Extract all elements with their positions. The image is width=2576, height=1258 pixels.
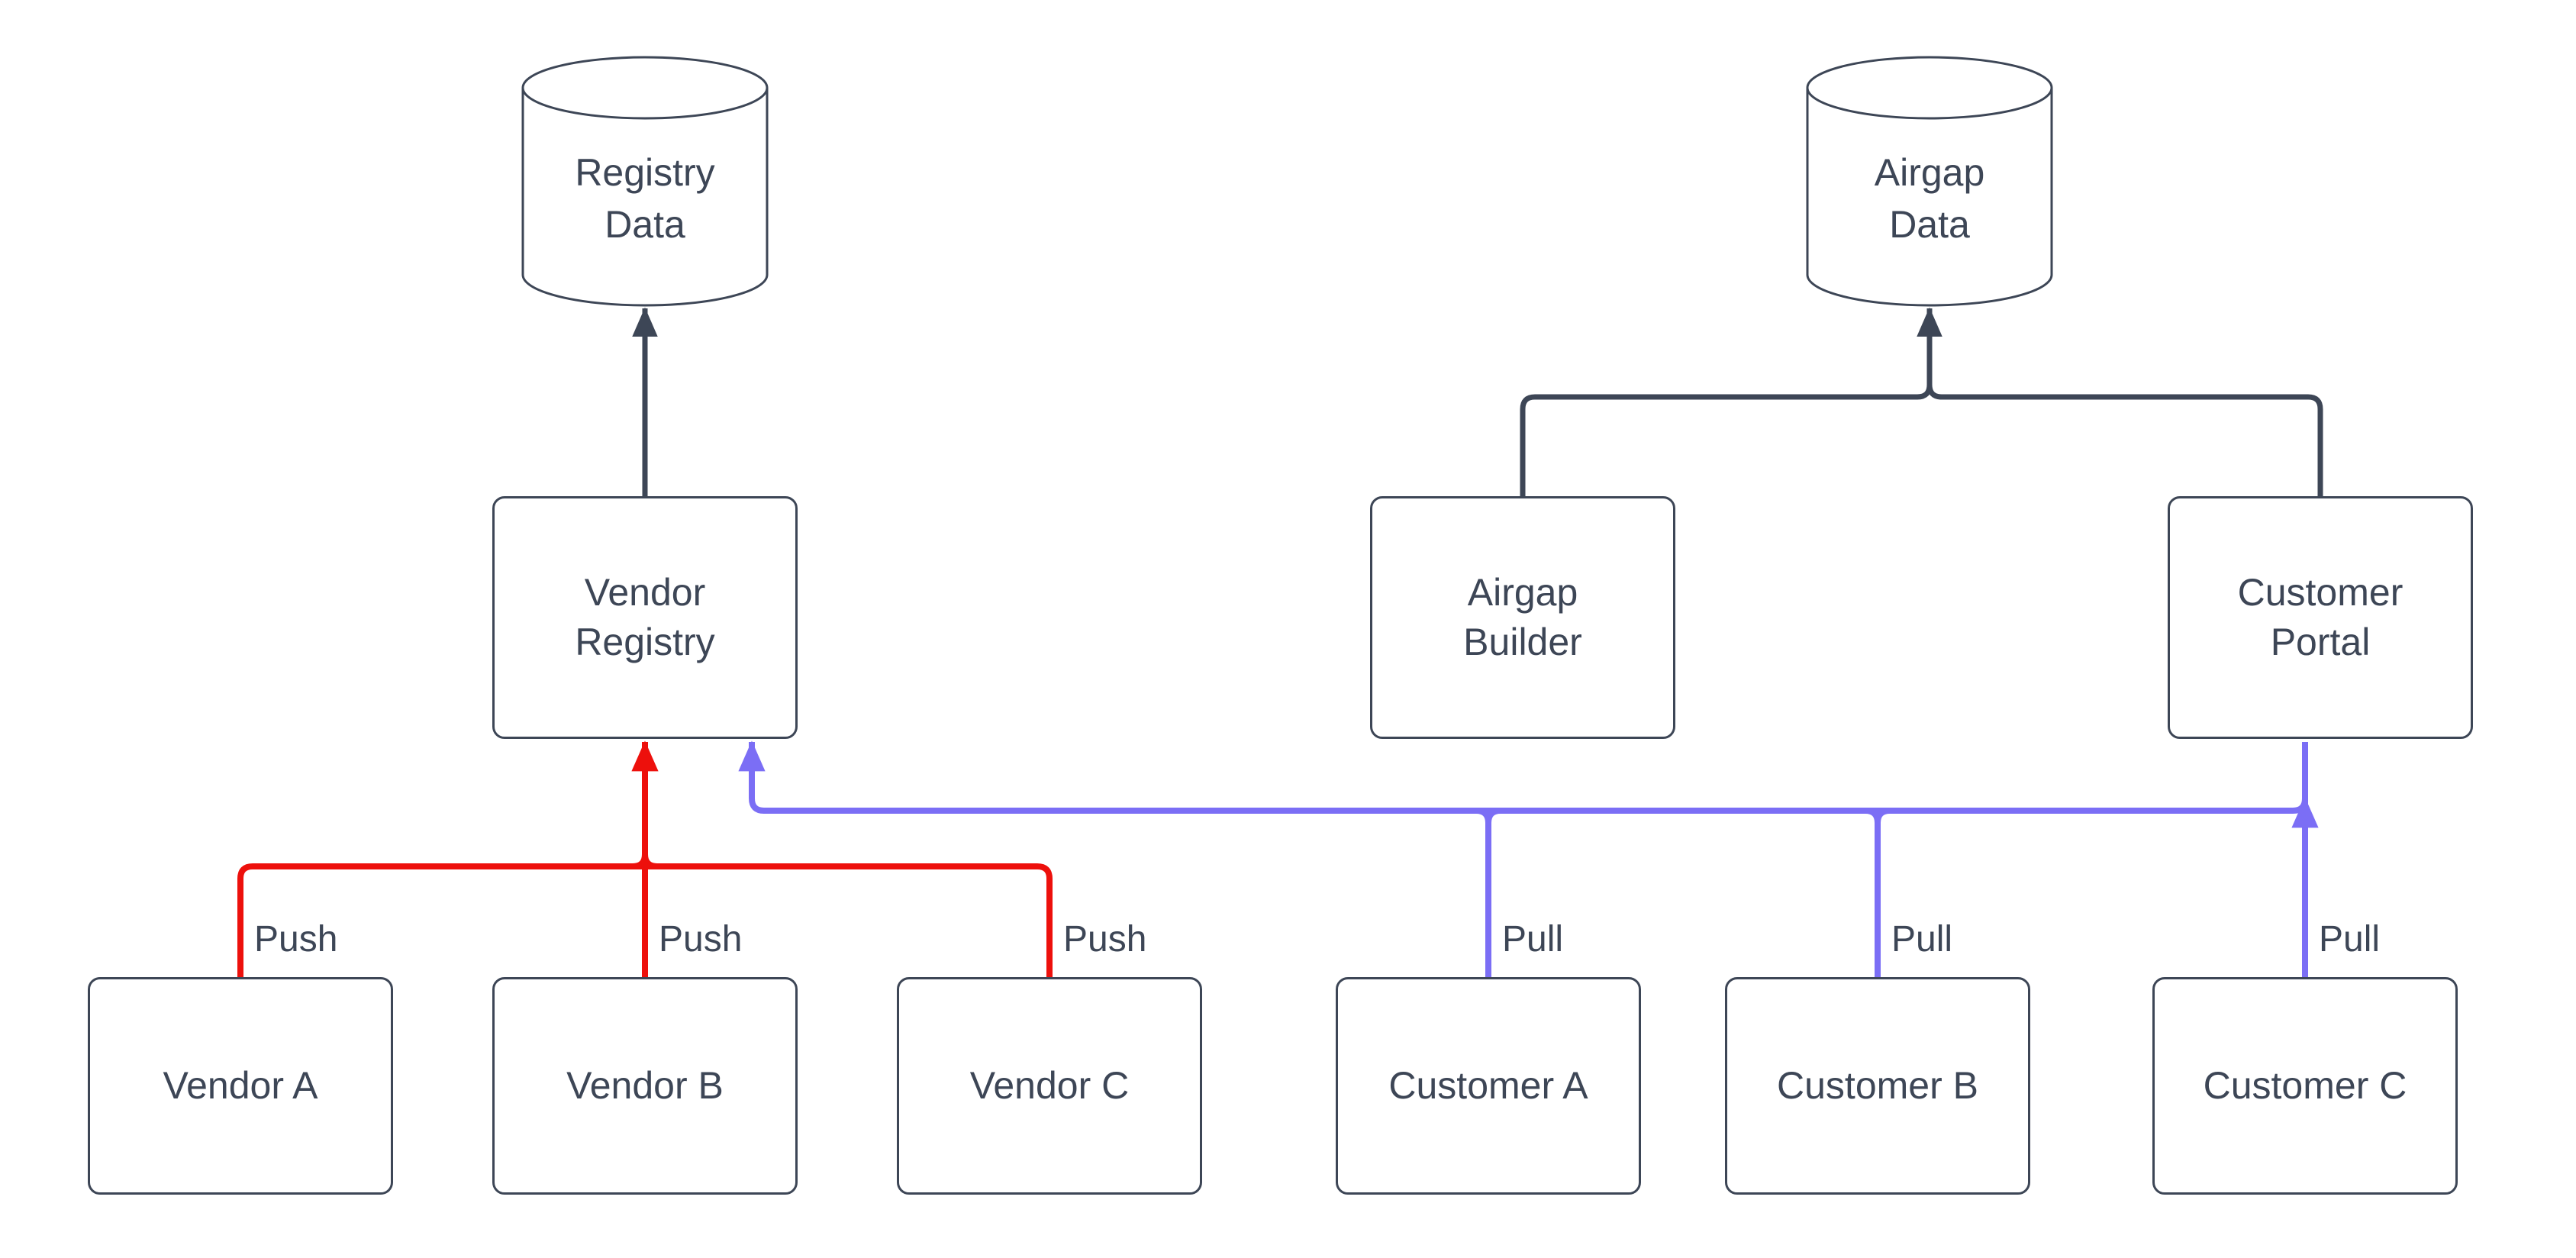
edge-vendor-c-push <box>645 863 1053 977</box>
node-customer-c: Customer C <box>2152 977 2458 1195</box>
edge-customer-c-pull-to-customer-portal <box>2293 742 2305 977</box>
node-label-line: Portal <box>2270 621 2371 663</box>
database-airgap-data-shape <box>1806 56 2053 307</box>
node-vendor-c: Vendor C <box>897 977 1202 1195</box>
red-junction-fillets <box>632 853 658 869</box>
node-label: Customer A <box>1388 1064 1588 1107</box>
database-registry-data: Registry Data <box>523 57 767 305</box>
edge-customer-b-pull <box>1865 808 1891 977</box>
edge-label-push-vendor-a: Push <box>254 919 338 960</box>
edge-customer-portal-to-airgap-data <box>1926 384 2323 496</box>
node-label: Vendor A <box>163 1064 318 1107</box>
edge-pull-bus-to-vendor-registry <box>738 740 2293 814</box>
node-label-line: Data <box>1889 203 1970 246</box>
node-customer-b: Customer B <box>1725 977 2030 1195</box>
node-customer-a: Customer A <box>1336 977 1641 1195</box>
node-label-line: Vendor <box>584 571 706 614</box>
node-vendor-a: Vendor A <box>88 977 393 1195</box>
node-vendor-registry: Vendor Registry <box>492 496 798 739</box>
node-label: Vendor B <box>566 1064 724 1107</box>
node-label: Customer B <box>1777 1064 1978 1107</box>
edge-customer-a-pull <box>1475 808 1501 977</box>
node-label-line: Airgap <box>1467 571 1578 614</box>
node-label-line: Customer <box>2237 571 2404 614</box>
edge-label-pull-customer-b: Pull <box>1891 919 1953 960</box>
node-label-line: Registry <box>575 151 715 194</box>
edge-label-push-vendor-c: Push <box>1063 919 1147 960</box>
database-airgap-data: Airgap Data <box>1807 57 2052 305</box>
node-label: Vendor C <box>969 1064 1130 1107</box>
edge-label-push-vendor-b: Push <box>659 919 743 960</box>
node-customer-portal: Customer Portal <box>2168 496 2473 739</box>
database-registry-data-shape <box>521 56 769 307</box>
node-label-line: Airgap <box>1874 151 1985 194</box>
node-label-line: Builder <box>1463 621 1582 663</box>
cylinder-top-ellipse <box>1806 56 2053 120</box>
node-label-line: Registry <box>575 621 715 663</box>
edge-vendor-a-push <box>237 863 645 977</box>
node-label: Customer C <box>2203 1064 2407 1107</box>
node-vendor-b: Vendor B <box>492 977 798 1195</box>
cylinder-top-ellipse <box>521 56 769 120</box>
edge-label-pull-customer-a: Pull <box>1502 919 1564 960</box>
node-airgap-builder: Airgap Builder <box>1370 496 1675 739</box>
edge-label-pull-customer-c: Pull <box>2319 919 2381 960</box>
edge-airgap-builder-to-airgap-data <box>1520 307 1942 496</box>
node-label-line: Data <box>605 203 685 246</box>
